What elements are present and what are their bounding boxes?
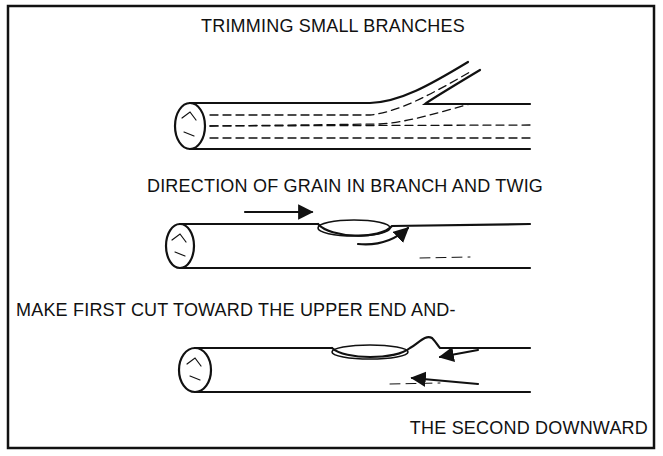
branch-and-twig: [175, 62, 530, 149]
diagram-title: TRIMMING SMALL BRANCHES: [201, 16, 465, 37]
frame-border: [8, 6, 654, 448]
first-cut-branch: [166, 212, 530, 268]
second-cut-caption: THE SECOND DOWNWARD: [410, 418, 648, 439]
second-cut-branch: [179, 337, 530, 392]
first-cut-caption: MAKE FIRST CUT TOWARD THE UPPER END AND-: [16, 300, 456, 321]
grain-caption: DIRECTION OF GRAIN IN BRANCH AND TWIG: [147, 176, 543, 197]
